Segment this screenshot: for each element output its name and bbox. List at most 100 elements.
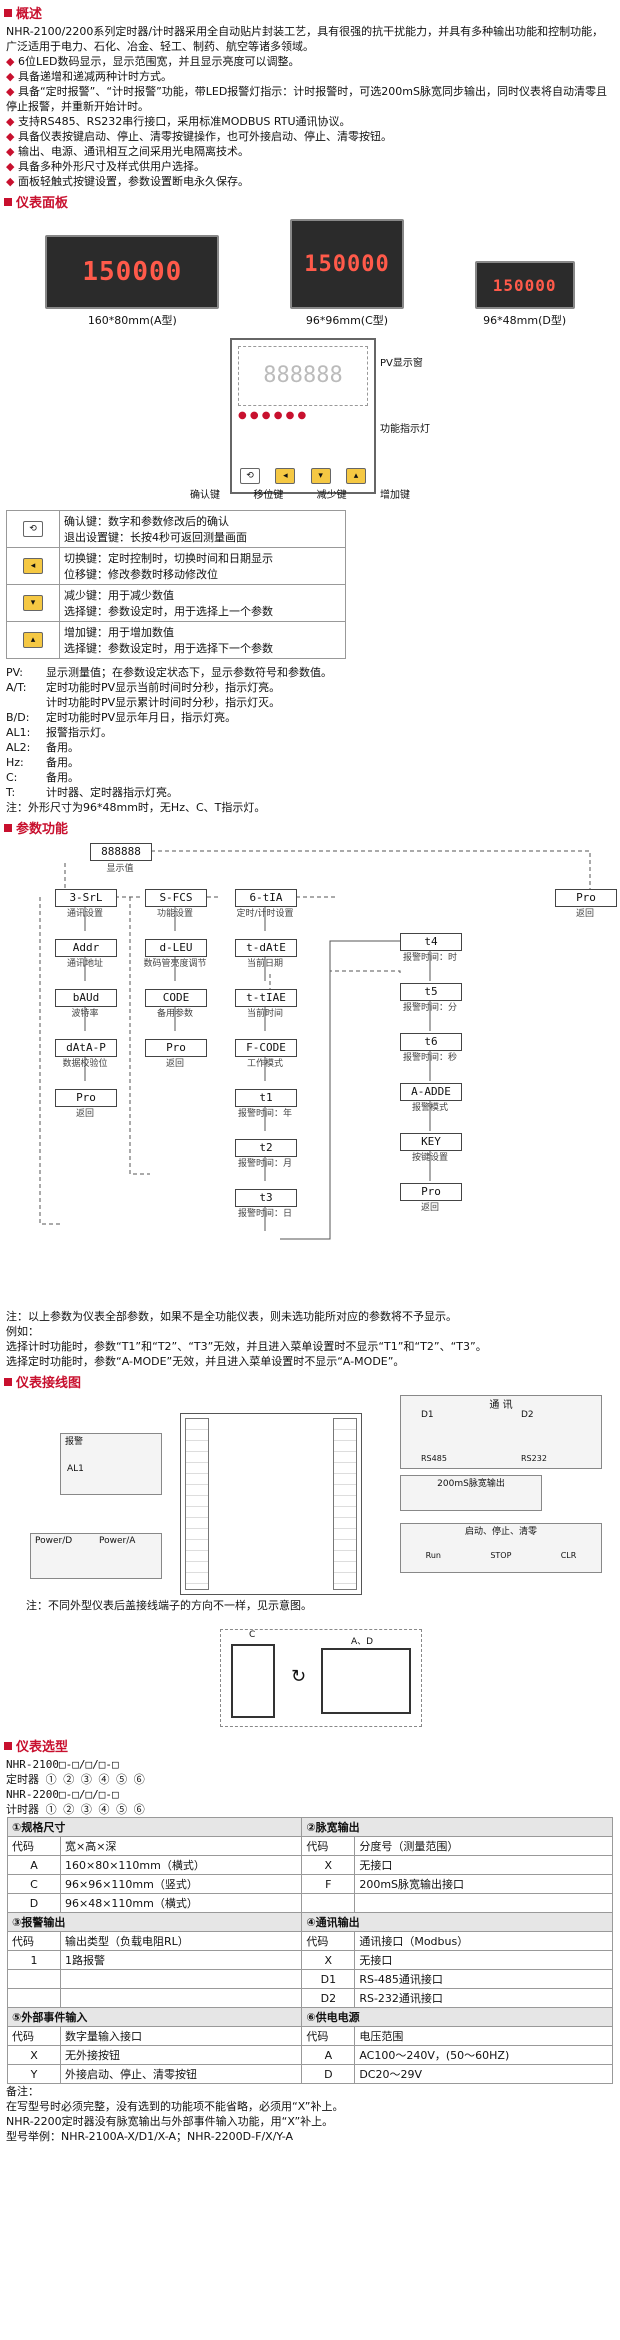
legend-row: A/T:定时功能时PV显示当前时间时分秒，指示灯亮。	[6, 680, 614, 695]
param-box: d-LEU	[145, 939, 207, 957]
wiring-note: 注：不同外型仪表后盖接线端子的方向不一样，见示意图。	[26, 1599, 312, 1612]
selection-header-row: 代码宽×高×深代码分度号（测量范围）	[7, 1836, 613, 1856]
column-header: 分度号（测量范围）	[354, 1836, 613, 1856]
legend-row: AL2:备用。	[6, 740, 614, 755]
table-cell: D	[301, 2064, 356, 2084]
down-key-icon[interactable]: ▾	[310, 468, 331, 484]
param-label: 返回	[575, 909, 594, 919]
param-box: t-tIAE	[235, 989, 297, 1007]
shift-key-icon: ◂	[23, 558, 43, 574]
param-note: 选择定时功能时，参数“A-MODE”无效，并且进入菜单设置时不显示“A-MODE…	[6, 1355, 405, 1368]
control-title: 启动、停止、清零	[464, 1527, 537, 1537]
selection-section: 仪表选型 NHR-2100□-□/□/□-□ 定时器 ① ② ③ ④ ⑤ ⑥ N…	[0, 1736, 620, 2144]
meter-c-display: 150000	[289, 219, 404, 309]
table-cell: 无接口	[354, 1950, 613, 1970]
param-box: t2	[235, 1139, 297, 1157]
legend-value: 报警指示灯。	[46, 726, 112, 739]
led-label: 功能指示灯	[380, 424, 430, 435]
legend-value: 定时功能时PV显示年月日，指示灯亮。	[46, 711, 237, 724]
pulse-title: 200mS脉宽输出	[437, 1479, 505, 1489]
column-header: 代码	[7, 1931, 61, 1951]
wiring-heading: 仪表接线图	[4, 1372, 620, 1391]
feature-item: ◆ 具备递增和递减两种计时方式。	[6, 69, 614, 84]
table-cell: Y	[7, 2064, 61, 2084]
code-positions: ① ② ③ ④ ⑤ ⑥	[45, 1773, 145, 1786]
param-label: 通讯地址	[66, 959, 103, 969]
column-header: 通讯接口（Modbus）	[354, 1931, 613, 1951]
bullet-icon: ◆	[6, 70, 18, 83]
key-desc: 位移键：修改参数时移动修改位	[64, 568, 218, 581]
confirm-key-icon[interactable]: ⟲	[240, 468, 260, 484]
feature-text: 输出、电源、通讯相互之间采用光电隔离技术。	[17, 145, 249, 158]
param-box: A-ADDE	[400, 1083, 462, 1101]
comm-d1-label: D1	[421, 1410, 434, 1420]
overview-section: 概述 NHR-2100/2200系列定时器/计时器采用全自动贴片封装工艺，具有很…	[0, 3, 620, 189]
section-marker-icon	[4, 823, 12, 832]
param-box: t5	[400, 983, 462, 1001]
param-box: t1	[235, 1089, 297, 1107]
feature-text: 具备多种外形尺寸及样式供用户选择。	[17, 160, 205, 173]
control-labels: Run STOP CLR	[401, 1551, 601, 1560]
param-box: CODE	[145, 989, 207, 1007]
legend-key: T:	[6, 786, 16, 799]
key-row: ▾减少键：用于减少数值选择键：参数设定时，用于选择上一个参数	[6, 584, 346, 622]
params-heading: 参数功能	[4, 818, 620, 837]
counter-label: 计时器	[6, 1803, 39, 1816]
ad-type-back	[321, 1648, 411, 1714]
orientation-box: C ↻ A、D	[220, 1629, 422, 1727]
column-header: 宽×高×深	[59, 1836, 303, 1856]
key-row: ⟲确认键：数字和参数修改后的确认退出设置键：长按4秒可返回测量画面	[6, 510, 346, 548]
param-label: 报警时间：年	[237, 1109, 292, 1119]
timer-label: 定时器	[6, 1773, 39, 1786]
param-label: 报警模式	[411, 1103, 448, 1113]
column-header: 代码	[301, 2026, 356, 2046]
ad-type-label: A、D	[351, 1637, 374, 1647]
feature-text: 具备仪表按键启动、停止、清零按键操作，也可外接启动、停止、清零按钮。	[17, 130, 392, 143]
column-header: 数字量输入接口	[59, 2026, 303, 2046]
section-marker-icon	[4, 8, 12, 17]
param-note: 选择计时功能时，参数“T1”和“T2”、“T3”无效，并且进入菜单设置时不显示“…	[6, 1340, 487, 1353]
table-cell: X	[301, 1855, 356, 1875]
param-note: 注：以上参数为仪表全部参数，如果不是全功能仪表，则未选功能所对应的参数将不予显示…	[6, 1310, 457, 1323]
section-marker-icon	[4, 1377, 12, 1386]
param-box: t6	[400, 1033, 462, 1051]
legend-key: C:	[6, 771, 18, 784]
param-label: 报警时间：时	[402, 953, 457, 963]
c-type-back	[231, 1644, 275, 1718]
column-header: 代码	[7, 2026, 61, 2046]
table-cell: 96×96×110mm（竖式）	[59, 1874, 303, 1894]
param-label: 报警时间：月	[237, 1159, 292, 1169]
pv-window-label: PV显示窗	[380, 358, 423, 369]
return-box: Pro	[555, 889, 617, 907]
terminal-block	[180, 1413, 362, 1595]
meter-a-display: 150000	[45, 235, 220, 309]
table-cell	[354, 1893, 613, 1913]
selection-notes: 备注：在写型号时必须完整，没有选到的功能项不能省略，必须用“X”补上。NHR-2…	[6, 2084, 614, 2144]
meter-face: 888888 ● ● ● ● ● ● ⟲ ◂ ▾ ▴	[230, 338, 376, 494]
table-cell	[7, 1988, 61, 2008]
feature-item: ◆ 支持RS485、RS232串行接口，采用标准MODBUS RTU通讯协议。	[6, 114, 614, 129]
face-diagram: 888888 ● ● ● ● ● ● ⟲ ◂ ▾ ▴ PV显示窗 功能指示灯 确…	[0, 334, 620, 504]
legend-row: T:计时器、定时器指示灯亮。	[6, 785, 614, 800]
param-box: dAtA-P	[55, 1039, 117, 1057]
selection-note: 型号举例：NHR-2100A-X/D1/X-A；NHR-2200D-F/X/Y-…	[6, 2130, 294, 2143]
up-key-icon[interactable]: ▴	[345, 468, 366, 484]
key-desc: 减少键：用于减少数值	[64, 589, 174, 602]
shift-key-icon[interactable]: ◂	[275, 468, 296, 484]
table-cell: DC20～29V	[354, 2064, 613, 2084]
power-a-label: Power/A	[99, 1536, 136, 1546]
column-header: 输出类型（负载电阻RL）	[59, 1931, 303, 1951]
key-label: 减少键	[316, 490, 347, 501]
table-cell: F	[301, 1874, 356, 1894]
param-box: t4	[400, 933, 462, 951]
legend-key: AL2:	[6, 741, 31, 754]
legend-key	[6, 695, 46, 710]
table-cell: RS-485通讯接口	[354, 1969, 613, 1989]
key-desc: 增加键：用于增加数值	[64, 626, 174, 639]
group-title: ⑤外部事件输入	[6, 2007, 303, 2027]
feature-text: 支持RS485、RS232串行接口，采用标准MODBUS RTU通讯协议。	[17, 115, 351, 128]
key-labels: 确认键 移位键 减少键 增加键	[190, 486, 410, 501]
params-notes: 注：以上参数为仪表全部参数，如果不是全功能仪表，则未选功能所对应的参数将不予显示…	[6, 1309, 614, 1369]
